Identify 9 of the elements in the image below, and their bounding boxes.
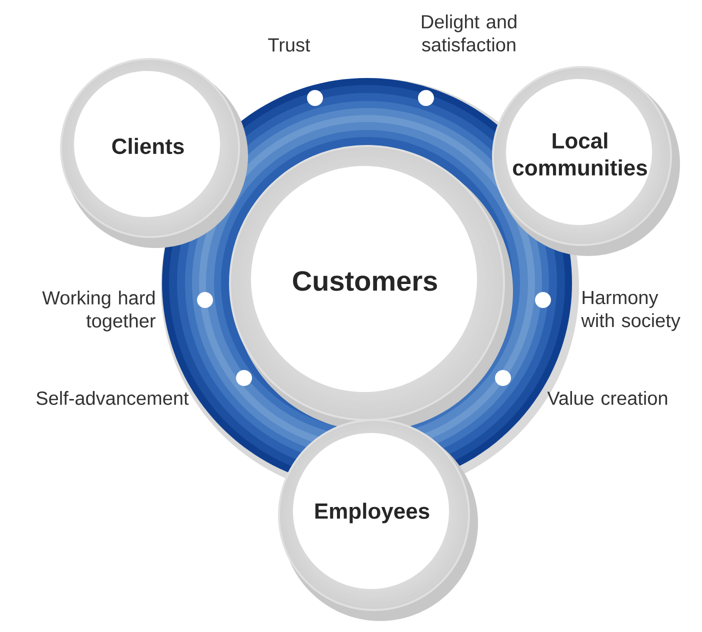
- circle-node: Local communities: [492, 66, 680, 256]
- ring-label: Trust: [268, 38, 310, 52]
- ring-label: Self-advancement: [36, 391, 189, 405]
- ring-label: Harmony with society: [581, 291, 680, 331]
- ring-label: Value creation: [547, 391, 668, 405]
- ring-label: Delight and satisfaction: [422, 14, 516, 52]
- circle-node: Employees: [278, 419, 478, 621]
- ring-label: Working hard together: [42, 290, 156, 332]
- circle-node: Clients: [60, 58, 248, 248]
